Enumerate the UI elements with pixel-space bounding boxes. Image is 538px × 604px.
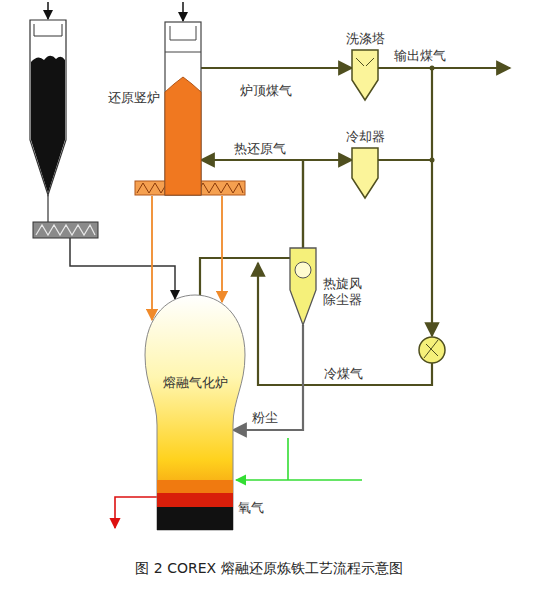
scrubber-tower-shape <box>352 50 378 100</box>
bunker-outline <box>30 20 66 195</box>
node-label: 洗涤塔 <box>346 31 385 50</box>
melter-gasifier-shape <box>145 295 245 530</box>
stream-label: 冷煤气 <box>322 366 365 382</box>
hot-metal-tap <box>115 497 157 528</box>
gas-connector <box>151 196 153 320</box>
oxygen-line <box>236 479 362 481</box>
oxygen-branch <box>287 438 289 480</box>
coal-feed-line <box>70 238 175 299</box>
oxygen-lines <box>236 438 362 480</box>
gas-connector <box>201 67 352 69</box>
feed-arrow <box>47 2 49 19</box>
shaft-furnace: 还原竖炉 <box>165 22 201 195</box>
gas-lines <box>258 66 510 386</box>
melt-layer <box>157 507 233 530</box>
screw-thread <box>36 225 95 235</box>
hot-cyclone: 热旋风除尘器 <box>290 248 316 325</box>
gas-connector <box>201 160 303 248</box>
recycle-gas-line <box>431 68 433 336</box>
cooler-shape <box>352 148 378 198</box>
tower-outline <box>352 50 378 100</box>
stream-label: 输出煤气 <box>392 48 448 64</box>
cooler: 冷却器 <box>352 148 378 198</box>
cooler-outline <box>352 148 378 198</box>
cold-gas-line <box>258 263 432 385</box>
gas-connector <box>200 258 290 296</box>
coal-bunker <box>30 2 66 222</box>
cyclone-outline <box>290 248 316 325</box>
stream-label: 氧气 <box>236 500 266 516</box>
figure-caption: 图 2 COREX 熔融还原炼铁工艺流程示意图 <box>0 560 538 578</box>
melter-outline <box>145 295 245 530</box>
compressor-body <box>419 337 445 363</box>
node-label: 热旋风除尘器 <box>323 276 365 309</box>
cooler-outlet-line <box>378 159 432 161</box>
gas-connector <box>303 160 352 248</box>
ore-burden <box>165 77 201 195</box>
bunker-hopper <box>34 24 62 36</box>
bunker-outlet <box>47 195 48 222</box>
export-gas-line <box>378 67 510 69</box>
melt-layer <box>157 480 233 493</box>
edge-label: 粉尘 <box>250 410 280 426</box>
spray-mark <box>356 58 374 66</box>
coal-charge <box>31 56 65 193</box>
scrubber-tower: 洗涤塔 <box>352 50 378 100</box>
melter-gasifier: 熔融气化炉 <box>145 295 245 530</box>
edge-label: 热还原气 <box>232 141 288 157</box>
shaft-outline <box>165 22 201 195</box>
shaft-top-line <box>165 52 201 53</box>
ore-feed-arrow <box>182 2 184 21</box>
gas-connector <box>221 196 223 302</box>
junction-dot <box>430 66 435 71</box>
coal-screw-feeder <box>33 222 175 299</box>
melt-layer <box>157 493 233 507</box>
node-label: 还原竖炉 <box>108 90 165 106</box>
node-label: 冷却器 <box>346 129 385 148</box>
compressor <box>419 337 445 363</box>
cyclone-vortex <box>295 262 311 278</box>
junction-dot <box>430 158 435 163</box>
screw-housing <box>33 222 98 238</box>
node-label: 熔融气化炉 <box>145 375 245 391</box>
hot-cyclone-shape <box>290 248 316 325</box>
compressor-mark <box>424 340 438 358</box>
shaft-hopper <box>170 26 196 40</box>
edge-label: 炉顶煤气 <box>238 83 294 99</box>
shaft-furnace-shape <box>165 22 201 195</box>
